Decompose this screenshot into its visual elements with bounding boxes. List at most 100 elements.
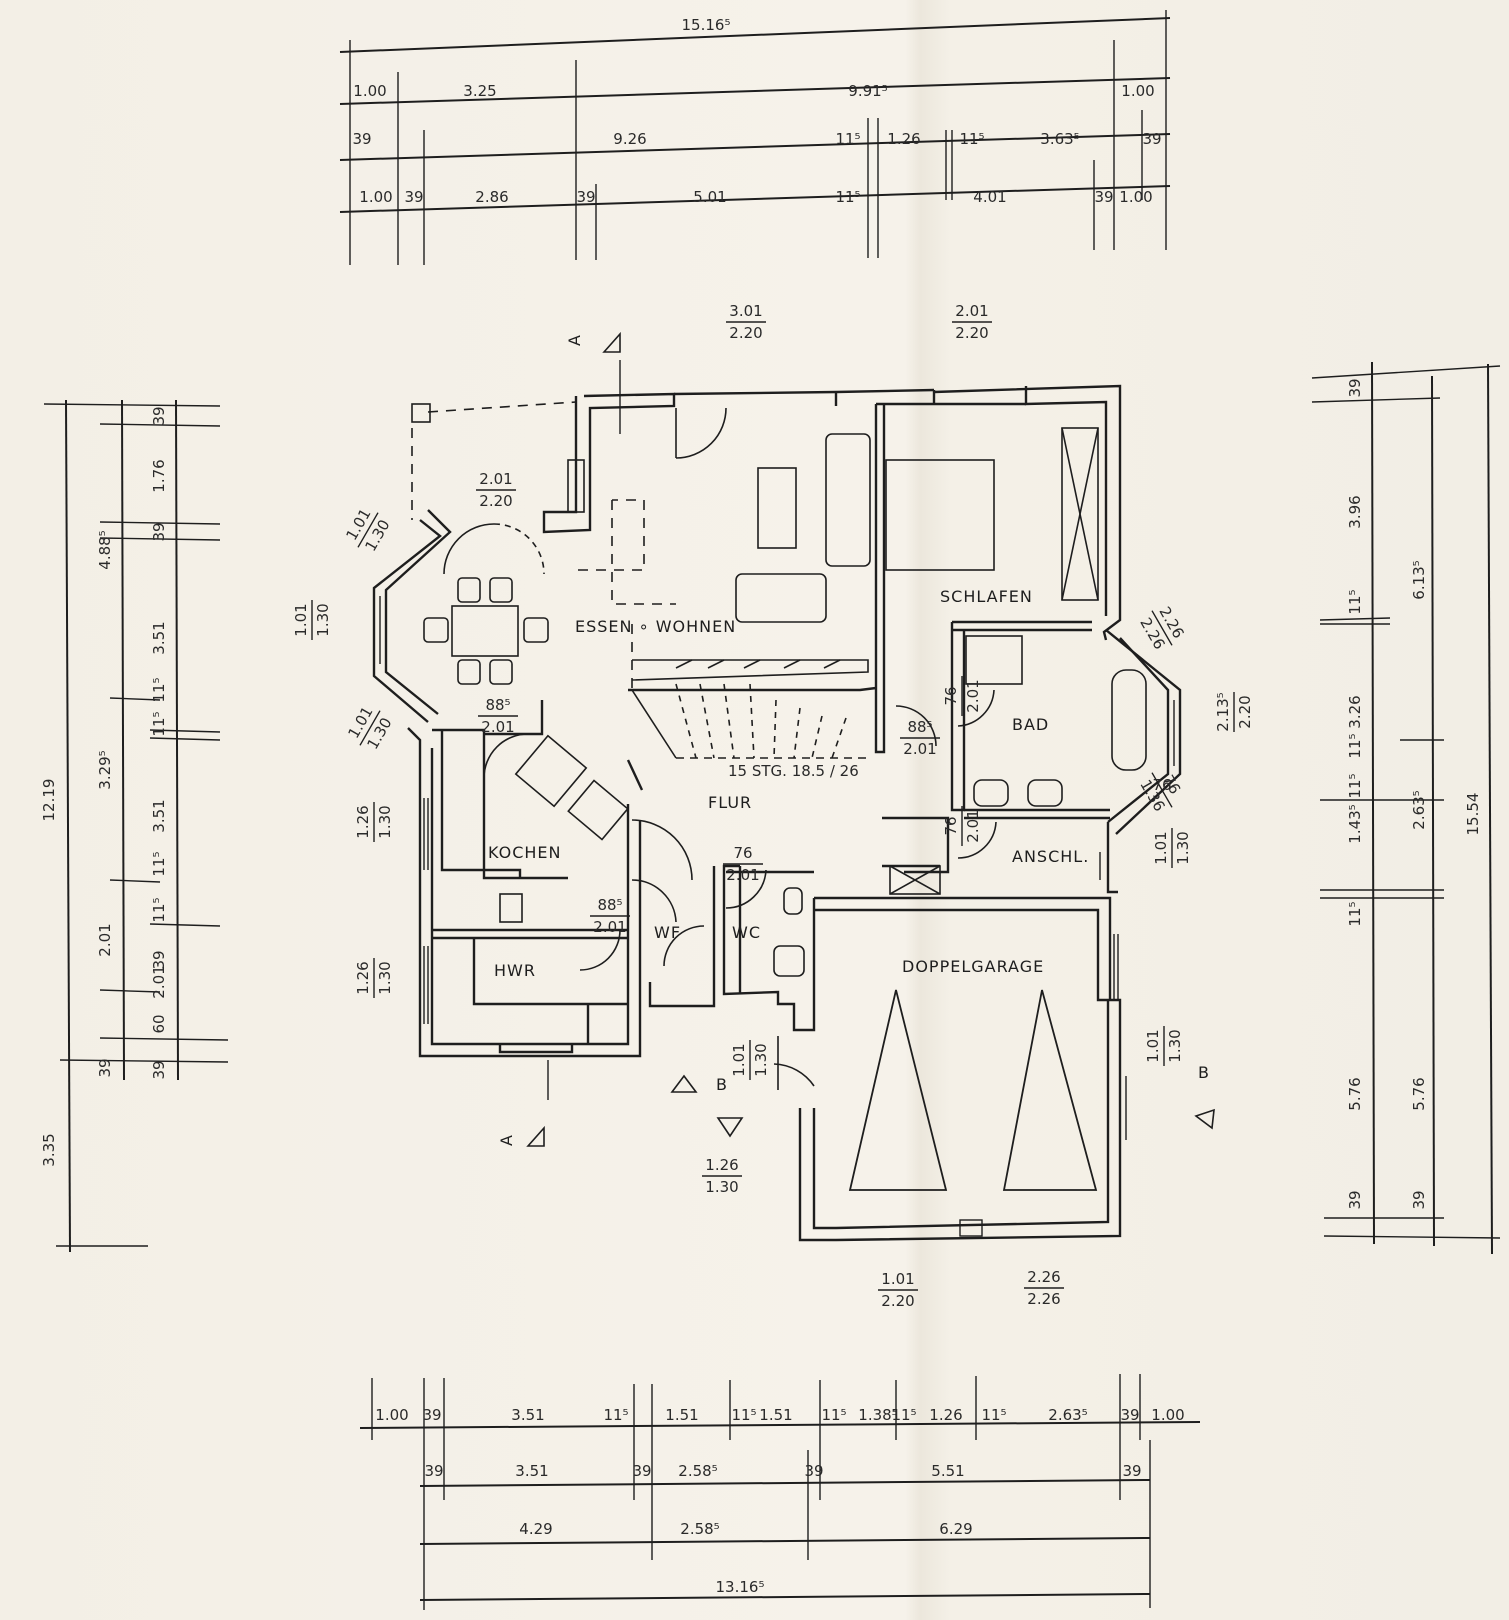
dim-bottom: 2.63⁵: [1048, 1406, 1087, 1424]
dim-left: 12.19: [40, 779, 58, 822]
opening-width: 1.01: [1144, 1029, 1162, 1062]
dim-left: 4.88⁵: [96, 530, 114, 569]
fraction-bar: [1151, 772, 1173, 808]
dim-top: 11⁵: [959, 130, 984, 148]
opening-width: 76: [733, 844, 752, 862]
room-wc: WC: [732, 923, 761, 942]
opening-label: 2.012.20: [952, 302, 992, 342]
dim-top: 1.00: [1119, 188, 1152, 206]
dim-left: 39: [96, 1058, 114, 1077]
opening-width: 76: [942, 686, 960, 705]
opening-label: 1.012.20: [878, 1270, 918, 1310]
dim-bottom: 2.58⁵: [678, 1462, 717, 1480]
dim-top: 1.00: [359, 188, 392, 206]
opening-label: 2.26 2.26: [1024, 1268, 1064, 1308]
opening-height: 2.01: [593, 918, 626, 936]
dim-bottom: 1.00: [375, 1406, 408, 1424]
opening-width: 2.26: [1027, 1268, 1060, 1286]
dim-right: 5.76: [1410, 1077, 1428, 1110]
opening-label: 1.26 1.30: [702, 1156, 742, 1196]
dim-left: 3.35: [40, 1133, 58, 1166]
opening-height: 2.01: [964, 679, 982, 712]
opening-height: 1.30: [1174, 831, 1192, 864]
room-hwr: HWR: [494, 961, 536, 980]
opening-height: 2.20: [955, 324, 988, 342]
fraction-bar: [357, 512, 379, 548]
dim-right: 39: [1346, 1190, 1364, 1209]
opening-label: 88⁵ 2.01: [900, 718, 940, 758]
dim-left: 39: [150, 522, 168, 541]
opening-width: 1.01: [881, 1270, 914, 1288]
room-kochen: KOCHEN: [488, 843, 562, 862]
opening-width: 1.01: [730, 1043, 748, 1076]
dim-top: 2.86: [475, 188, 508, 206]
room-bad: BAD: [1012, 715, 1049, 734]
opening-width: 88⁵: [907, 718, 932, 736]
opening-height: 1.30: [376, 961, 394, 994]
opening-width: 3.01: [729, 302, 762, 320]
opening-label: 762.01: [723, 844, 763, 884]
opening-height: 1.30: [705, 1178, 738, 1196]
dim-right: 1.43⁵: [1346, 804, 1364, 843]
dim-right: 11⁵: [1346, 901, 1364, 926]
dim-left: 11⁵: [150, 851, 168, 876]
dim-right: 39: [1346, 378, 1364, 397]
dim-top: 39: [1142, 130, 1161, 148]
dim-bottom: 1.51: [759, 1406, 792, 1424]
dim-right: 39: [1410, 1190, 1428, 1209]
dim-right: 11⁵: [1346, 589, 1364, 614]
opening-label: 1.011.30: [344, 704, 395, 753]
opening-height: 2.01: [903, 740, 936, 758]
opening-height: 1.30: [1166, 1029, 1184, 1062]
dim-left: 3.51: [150, 799, 168, 832]
dim-right: 15.54: [1464, 793, 1482, 836]
dim-bottom: 11⁵: [891, 1406, 916, 1424]
dim-top: 39: [352, 130, 371, 148]
opening-width: 1.01: [1152, 831, 1170, 864]
dim-top: 9.26: [613, 130, 646, 148]
dim-bottom: 11⁵: [731, 1406, 756, 1424]
dim-left: 11⁵: [150, 677, 168, 702]
room-anschl: ANSCHL.: [1012, 847, 1089, 866]
dim-left: 11⁵: [150, 711, 168, 736]
dim-right: 2.63⁵: [1410, 790, 1428, 829]
dim-left: 39: [150, 1060, 168, 1079]
dim-top: 39: [576, 188, 595, 206]
opening-label: 1.011.30: [342, 506, 393, 555]
room-flur: FLUR: [708, 793, 752, 812]
opening-height: 1.30: [314, 603, 332, 636]
opening-height: 2.01: [481, 718, 514, 736]
opening-height: 2.26: [1027, 1290, 1060, 1308]
opening-width: 1.26: [705, 1156, 738, 1174]
opening-width: 1.01: [292, 603, 310, 636]
dim-bottom: 2.58⁵: [680, 1520, 719, 1538]
opening-height: 2.01: [726, 866, 759, 884]
dim-left: 39: [150, 406, 168, 425]
opening-label: 76: [1152, 776, 1171, 794]
dim-right: 11⁵: [1346, 733, 1364, 758]
dim-bottom: 1.00: [1151, 1406, 1184, 1424]
dim-left: 3.51: [150, 621, 168, 654]
dim-top: 9.91⁵: [848, 82, 887, 100]
fraction-bar: [1151, 610, 1173, 646]
dim-top: 3.63⁵: [1040, 130, 1079, 148]
dim-bottom: 1.38⁵: [858, 1406, 897, 1424]
dim-top: 11⁵: [835, 188, 860, 206]
dim-bottom: 5.51: [931, 1462, 964, 1480]
room-doppelgarage: DOPPELGARAGE: [902, 957, 1044, 976]
room-essen-wohnen: ESSEN ∘ WOHNEN: [575, 617, 736, 636]
opening-width: 76: [1152, 776, 1171, 794]
dim-bottom: 1.51: [665, 1406, 698, 1424]
